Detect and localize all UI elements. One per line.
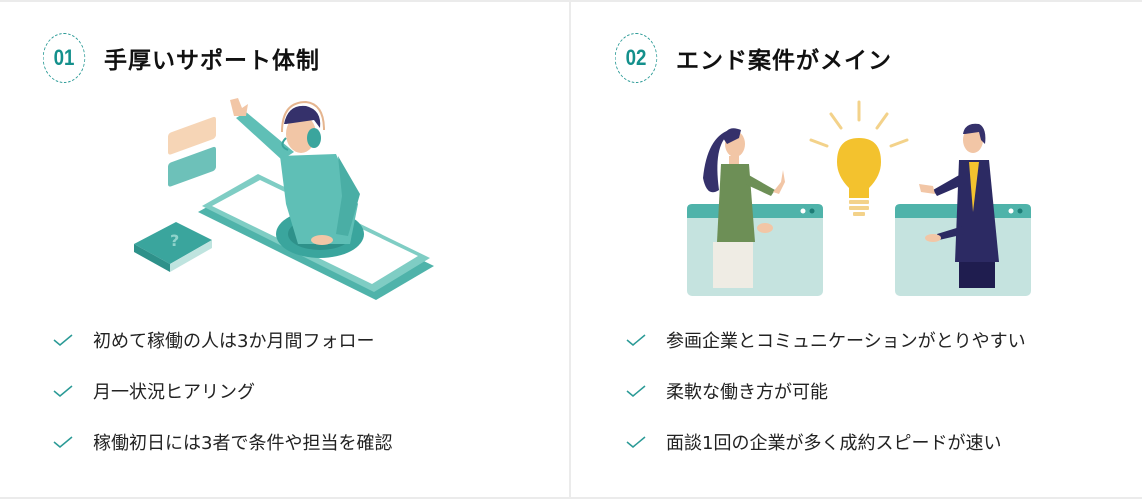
support-operator-illustration: ? xyxy=(134,98,434,300)
check-icon xyxy=(53,334,73,346)
list-item-text: 面談1回の企業が多く成約スピードが速い xyxy=(666,433,1002,454)
list-item-text: 初めて稼働の人は3か月間フォロー xyxy=(93,331,375,352)
feature-heading: 02 エンド案件がメイン xyxy=(611,33,892,83)
list-item-text: 参画企業とコミュニケーションがとりやすい xyxy=(666,331,1026,352)
list-item: 稼働初日には3者で条件や担当を確認 xyxy=(52,430,392,454)
feature-heading: 01 手厚いサポート体制 xyxy=(39,33,320,83)
list-item: 面談1回の企業が多く成約スピードが速い xyxy=(625,430,1026,454)
feature-title: エンド案件がメイン xyxy=(676,48,892,74)
check-icon xyxy=(53,436,73,448)
feature-card-support: 01 手厚いサポート体制 xyxy=(0,2,569,497)
list-item: 柔軟な働き方が可能 xyxy=(625,379,1026,403)
feature-card-end-projects: 02 エンド案件がメイン xyxy=(571,2,1142,497)
question-book-icon: ? xyxy=(134,222,212,272)
list-item: 初めて稼働の人は3か月間フォロー xyxy=(52,328,392,352)
feature-list: 参画企業とコミュニケーションがとりやすい 柔軟な働き方が可能 面談1回の企業が多… xyxy=(625,328,1026,481)
feature-title: 手厚いサポート体制 xyxy=(104,48,320,74)
list-item: 参画企業とコミュニケーションがとりやすい xyxy=(625,328,1026,352)
meeting-illustration xyxy=(687,100,1031,296)
feature-list: 初めて稼働の人は3か月間フォロー 月一状況ヒアリング 稼働初日には3者で条件や担… xyxy=(52,328,392,481)
list-item: 月一状況ヒアリング xyxy=(52,379,392,403)
check-icon xyxy=(626,436,646,448)
svg-text:?: ? xyxy=(170,231,179,250)
feature-number-badge: 02 xyxy=(614,33,658,83)
feature-number-badge: 01 xyxy=(42,33,86,83)
list-item-text: 稼働初日には3者で条件や担当を確認 xyxy=(93,433,393,454)
check-icon xyxy=(626,385,646,397)
bottom-border xyxy=(0,497,1142,499)
man-figure xyxy=(919,123,999,288)
list-item-text: 月一状況ヒアリング xyxy=(93,382,255,403)
woman-figure xyxy=(703,128,785,288)
lightbulb-icon xyxy=(809,100,909,216)
browser-window-icon xyxy=(687,204,823,296)
check-icon xyxy=(53,385,73,397)
check-icon xyxy=(626,334,646,346)
list-item-text: 柔軟な働き方が可能 xyxy=(666,382,828,403)
column-divider xyxy=(569,2,571,498)
